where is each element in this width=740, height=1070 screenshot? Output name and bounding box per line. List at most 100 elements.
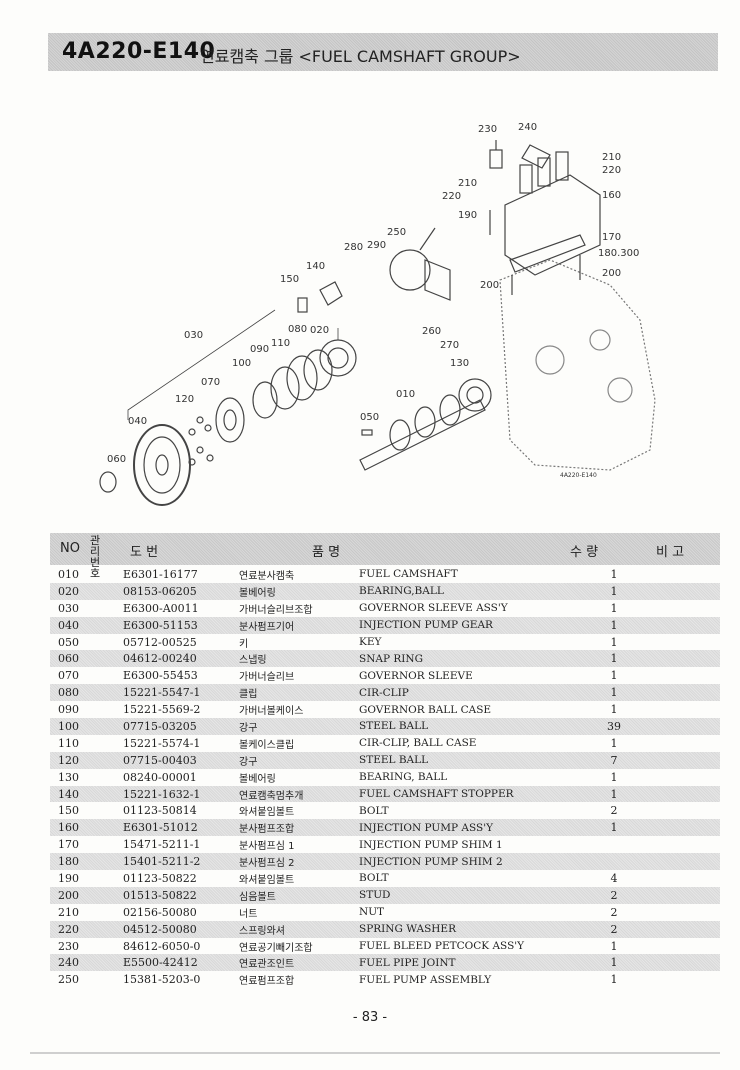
cell-no: 230 <box>58 939 79 953</box>
cell-no: 100 <box>58 719 79 733</box>
cell-kr: 스냅링 <box>239 655 267 667</box>
cell-no: 240 <box>58 956 79 970</box>
cell-kr: 분사펌프심 2 <box>239 858 295 870</box>
cell-qty: 1 <box>610 601 618 615</box>
cell-kr: 볼케이스클립 <box>239 739 295 751</box>
cell-qty: 4 <box>610 871 618 885</box>
cell-kr: 심음볼트 <box>239 891 276 903</box>
cell-part-no: 84612-6050-0 <box>123 939 201 953</box>
cell-en: FUEL PUMP ASSEMBLY <box>359 973 492 986</box>
cell-remarks <box>634 904 720 921</box>
col-remarks: 비 고 <box>656 545 685 560</box>
cell-no: 110 <box>58 736 79 750</box>
cell-en: SNAP RING <box>359 652 423 665</box>
cell-qty: 1 <box>610 618 618 632</box>
cell-en: FUEL BLEED PETCOCK ASS'Y <box>359 940 525 953</box>
cell-remarks <box>634 786 720 803</box>
cell-part-no: 07715-00403 <box>123 753 197 767</box>
cell-part-no: 15221-5547-1 <box>123 686 201 700</box>
cell-remarks <box>634 853 720 870</box>
cell-remarks <box>634 583 720 600</box>
callout-label: 180.300 <box>598 248 639 259</box>
cell-en: INJECTION PUMP SHIM 2 <box>359 855 503 868</box>
cell-kr: 너트 <box>239 908 258 920</box>
cell-remarks <box>634 667 720 684</box>
callout-label: 110 <box>271 338 290 349</box>
cell-remarks <box>634 870 720 887</box>
cell-part-no: 15381-5203-0 <box>123 973 201 987</box>
cell-no: 210 <box>58 905 79 919</box>
bottom-rule <box>30 1052 720 1054</box>
cell-no: 030 <box>58 601 79 615</box>
cell-no: 080 <box>58 686 79 700</box>
cell-no: 190 <box>58 871 79 885</box>
cell-en: STUD <box>359 889 391 902</box>
cell-en: BOLT <box>359 872 389 885</box>
cell-en: INJECTION PUMP GEAR <box>359 619 493 632</box>
cell-part-no: E6300-51153 <box>123 618 198 632</box>
cell-no: 120 <box>58 753 79 767</box>
callout-label: 220 <box>602 165 621 176</box>
cell-kr: 와셔붙임볼트 <box>239 874 295 886</box>
cell-en: CIR-CLIP, BALL CASE <box>359 737 477 750</box>
cell-en: GOVERNOR BALL CASE <box>359 703 492 716</box>
callout-label: 270 <box>440 340 459 351</box>
callout-label: 020 <box>310 325 329 336</box>
cell-qty: 1 <box>610 973 618 987</box>
cell-qty: 1 <box>610 584 618 598</box>
callout-label: 240 <box>518 122 537 133</box>
cell-qty: 2 <box>610 905 618 919</box>
cell-en: FUEL PIPE JOINT <box>359 956 456 969</box>
cell-qty: 1 <box>610 770 618 784</box>
cell-no: 180 <box>58 855 79 869</box>
cell-en: SPRING WASHER <box>359 923 456 936</box>
cell-qty: 1 <box>610 821 618 835</box>
callout-label: 100 <box>232 358 251 369</box>
cell-qty: 2 <box>610 804 618 818</box>
col-qty: 수 량 <box>570 545 599 560</box>
group-title: 연료캠축 그룹 <FUEL CAMSHAFT GROUP> <box>200 47 521 66</box>
cell-en: INJECTION PUMP SHIM 1 <box>359 838 503 851</box>
page-number: - 83 - <box>352 1010 388 1025</box>
cell-qty: 1 <box>610 787 618 801</box>
callout-label: 120 <box>175 394 194 405</box>
callout-label: 140 <box>306 261 325 272</box>
cell-part-no: E5500-42412 <box>123 956 198 970</box>
cell-remarks <box>634 819 720 836</box>
cell-part-no: 01123-50822 <box>123 871 197 885</box>
cell-part-no: E6301-51012 <box>123 821 198 835</box>
cell-kr: 강구 <box>239 722 258 734</box>
cell-en: NUT <box>359 906 385 919</box>
cell-qty: 1 <box>610 939 618 953</box>
cell-remarks <box>634 566 720 583</box>
cell-qty: 1 <box>610 635 618 649</box>
cell-part-no: 15221-1632-1 <box>123 787 201 801</box>
cell-part-no: 08240-00001 <box>123 770 197 784</box>
cell-kr: 볼베어링 <box>239 587 276 599</box>
cell-part-no: 07715-03205 <box>123 719 197 733</box>
cell-qty <box>594 836 634 853</box>
cell-remarks <box>634 769 720 786</box>
cell-remarks <box>634 938 720 955</box>
cell-remarks <box>634 735 720 752</box>
cell-remarks <box>634 836 720 853</box>
cell-kr: 분사펌프기어 <box>239 621 295 633</box>
cell-qty: 1 <box>610 686 618 700</box>
cell-remarks <box>634 617 720 634</box>
cell-kr: 키 <box>239 638 249 650</box>
cell-kr: 스프링와셔 <box>239 925 285 937</box>
cell-no: 050 <box>58 635 79 649</box>
cell-no: 140 <box>58 787 79 801</box>
callout-label: 070 <box>201 377 220 388</box>
cell-kr: 연료관조인트 <box>239 959 295 971</box>
cell-kr: 연료펌프조합 <box>239 976 295 988</box>
callout-label: 160 <box>602 190 621 201</box>
cell-kr: 강구 <box>239 756 258 768</box>
